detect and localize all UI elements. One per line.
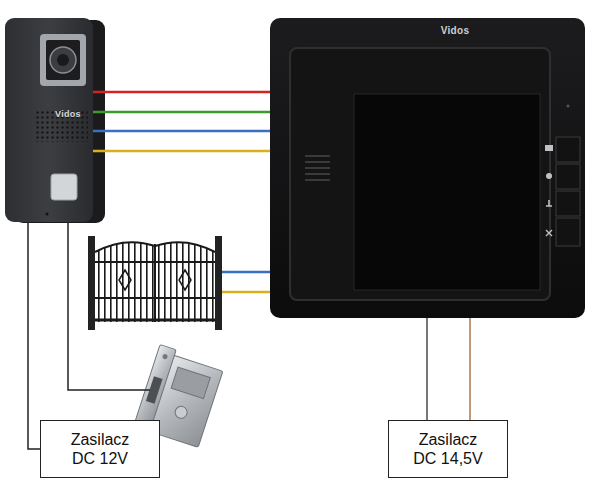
monitor-speaker (305, 156, 330, 180)
key-icon (546, 200, 552, 206)
wire (28, 222, 40, 449)
wire (93, 111, 270, 114)
status-led (567, 105, 570, 108)
monitor-panel (290, 48, 550, 300)
monitor-button (556, 218, 580, 246)
brand-logo: Vidos (33, 109, 103, 119)
strike-wire (68, 222, 150, 390)
wire (93, 91, 270, 94)
door-station: Vidos (5, 18, 93, 222)
speaker-slot (305, 155, 330, 157)
faceplate-screw (162, 353, 168, 359)
camera-window (46, 40, 80, 80)
gate-center-post (154, 244, 156, 322)
gate-post (88, 236, 95, 330)
camera-lens (50, 47, 76, 73)
box-label: Zasilacz DC 12V (58, 430, 142, 468)
wire (426, 318, 428, 420)
strike-screw (174, 405, 189, 420)
wire (93, 130, 270, 133)
gate-wire (222, 291, 270, 294)
gate-leaf (155, 242, 215, 322)
monitor-screen (354, 94, 540, 290)
station-body (5, 18, 93, 222)
power-supply-box: Zasilacz DC 14,5V (388, 420, 508, 478)
speaker-slot (305, 167, 330, 169)
microphone-hole (46, 213, 49, 216)
speaker-slot (305, 161, 330, 163)
camera-housing (40, 34, 86, 86)
monitor-button (556, 137, 580, 162)
gate-post (215, 236, 222, 330)
lens-center (57, 54, 69, 66)
wire (93, 150, 270, 153)
speaker-slot (305, 173, 330, 175)
gate-wire (222, 271, 270, 274)
monitor-body (270, 18, 585, 318)
speaker-slot (305, 179, 330, 181)
gate-leaf (95, 242, 155, 322)
wire (469, 318, 471, 420)
monitor: Vidos (270, 18, 585, 318)
handset-icon (546, 230, 552, 236)
connector-layer (28, 92, 470, 449)
gate-ornament (119, 270, 191, 290)
strike-coil (171, 367, 210, 398)
monitor-icon (546, 173, 552, 179)
call-button (51, 174, 77, 200)
monitor-button (556, 164, 580, 189)
power-supply-box: Zasilacz DC 12V (40, 420, 160, 478)
brand-logo: Vidos (420, 25, 490, 36)
box-label: Zasilacz DC 14,5V (406, 430, 490, 468)
monitor-button (556, 191, 580, 216)
camera-icon (545, 145, 553, 151)
